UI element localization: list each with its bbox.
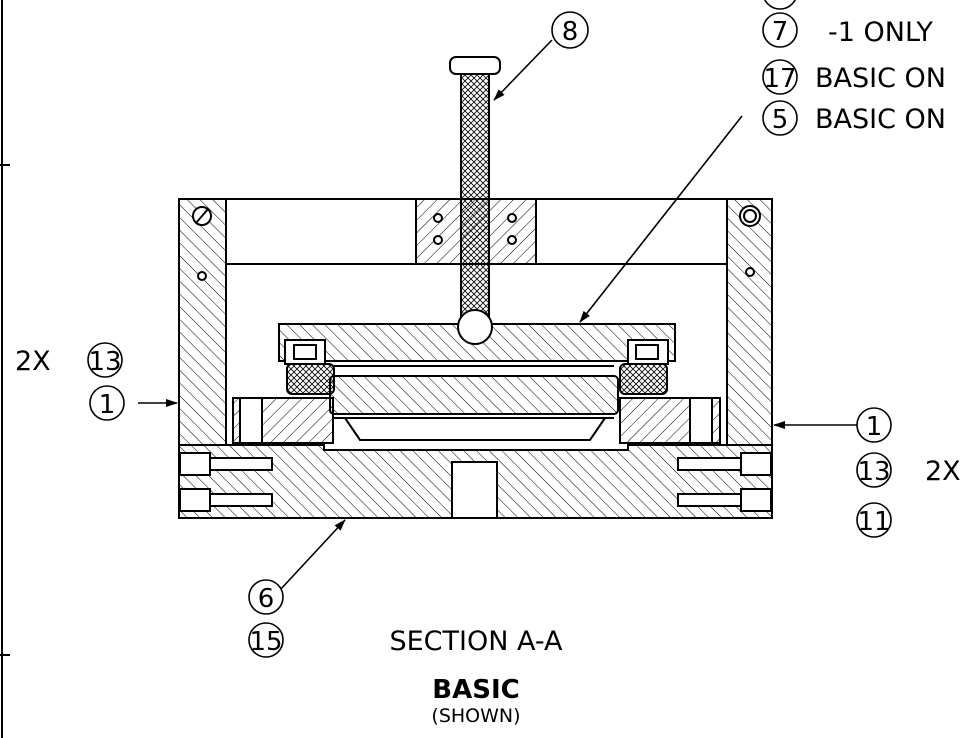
note-item-5: BASIC ON	[815, 104, 946, 135]
balloon-1-right: 1	[856, 407, 892, 443]
svg-text:13: 13	[857, 457, 890, 487]
lens	[329, 375, 619, 415]
balloon-7: 7	[762, 12, 798, 48]
rod-head	[449, 56, 501, 75]
svg-text:11: 11	[857, 507, 890, 537]
balloon-8: 8	[551, 11, 589, 49]
svg-text:15: 15	[249, 627, 282, 657]
left-wall-pin	[197, 271, 207, 281]
note-item-17: BASIC ON	[815, 63, 946, 94]
assembly-section	[178, 56, 773, 519]
qty-left: 2X	[15, 346, 51, 377]
left-gasket	[286, 363, 335, 395]
svg-text:8: 8	[562, 17, 579, 47]
shown-label: (SHOWN)	[431, 705, 520, 727]
qty-right: 2X	[925, 456, 961, 487]
svg-text:13: 13	[88, 347, 121, 377]
balloon-15: 15	[248, 622, 284, 658]
section-title: SECTION A-A	[389, 626, 563, 657]
balloon-13-left: 13	[87, 342, 123, 378]
left-base-screw-top	[179, 452, 211, 476]
note-item-7: -1 ONLY	[828, 17, 933, 48]
threaded-rod	[460, 73, 490, 325]
svg-text:6: 6	[258, 584, 275, 614]
balloon-17: 17	[762, 59, 798, 95]
balloon-6: 6	[248, 579, 284, 615]
svg-text:17: 17	[763, 64, 796, 94]
svg-text:7: 7	[772, 17, 789, 47]
leader-lines	[138, 39, 857, 591]
right-gasket	[619, 363, 668, 395]
variant-label: BASIC	[432, 675, 519, 705]
ball-tip	[457, 309, 493, 345]
balloon-11: 11	[856, 502, 892, 538]
balloon-partial-top	[764, 0, 796, 10]
left-side-wall	[178, 198, 227, 446]
sheet-border	[0, 0, 10, 738]
svg-text:1: 1	[99, 390, 116, 420]
svg-text:5: 5	[772, 105, 789, 135]
balloon-5: 5	[762, 100, 798, 136]
balloon-1-left: 1	[89, 385, 125, 421]
svg-text:1: 1	[866, 412, 883, 442]
right-base-screw-top	[740, 452, 772, 476]
right-wall-pin	[745, 267, 755, 277]
right-base-screw-bottom	[740, 488, 772, 512]
right-side-wall	[726, 198, 773, 446]
balloon-13-right: 13	[856, 452, 892, 488]
left-base-screw-bottom	[179, 488, 211, 512]
